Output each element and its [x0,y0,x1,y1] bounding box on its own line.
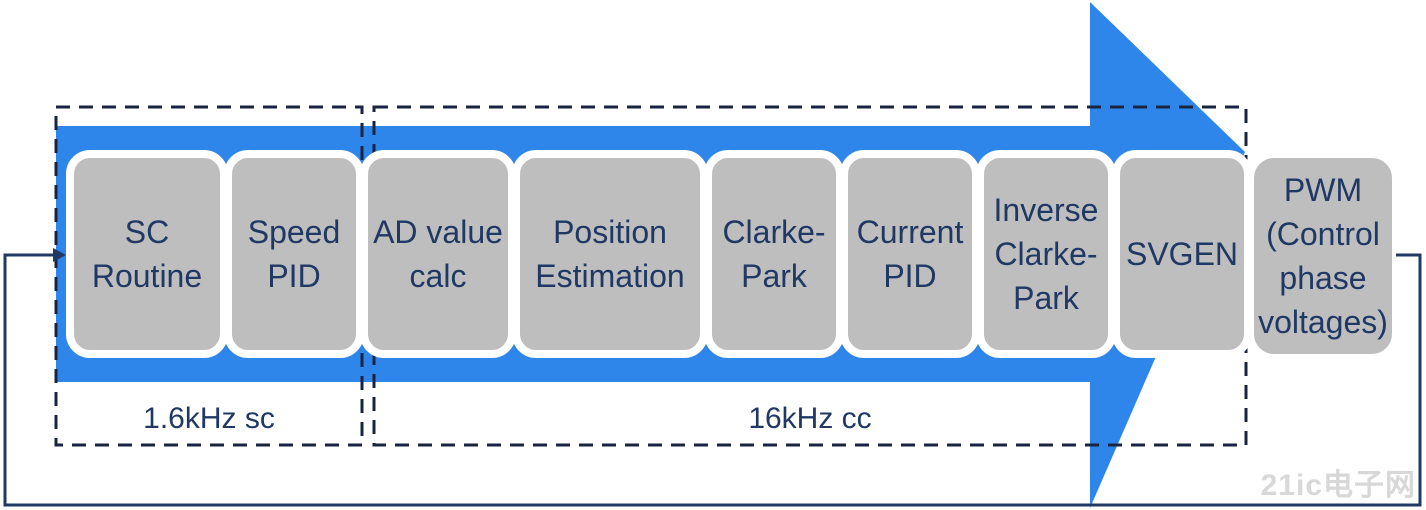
fast-rate-label: 16kHz cc [748,402,872,435]
block-sc-routine: SC Routine [66,150,228,358]
block-pwm: PWM (Control phase voltages) [1250,154,1396,358]
slow-rate-label: 1.6kHz sc [143,402,275,435]
block-ad-value-calc: AD value calc [360,150,516,358]
block-speed-pid: Speed PID [224,150,364,358]
block-clarke-park: Clarke- Park [704,150,844,358]
block-current-pid: Current PID [840,150,980,358]
watermark-logo: 21ic电子网 [1260,469,1416,502]
feedback-loop-line [3,253,1422,507]
block-inverse-clarke-park: Inverse Clarke- Park [976,150,1116,358]
feedback-arrowhead [53,248,66,262]
block-position-estimation: Position Estimation [512,150,708,358]
block-svgen: SVGEN [1112,150,1252,358]
